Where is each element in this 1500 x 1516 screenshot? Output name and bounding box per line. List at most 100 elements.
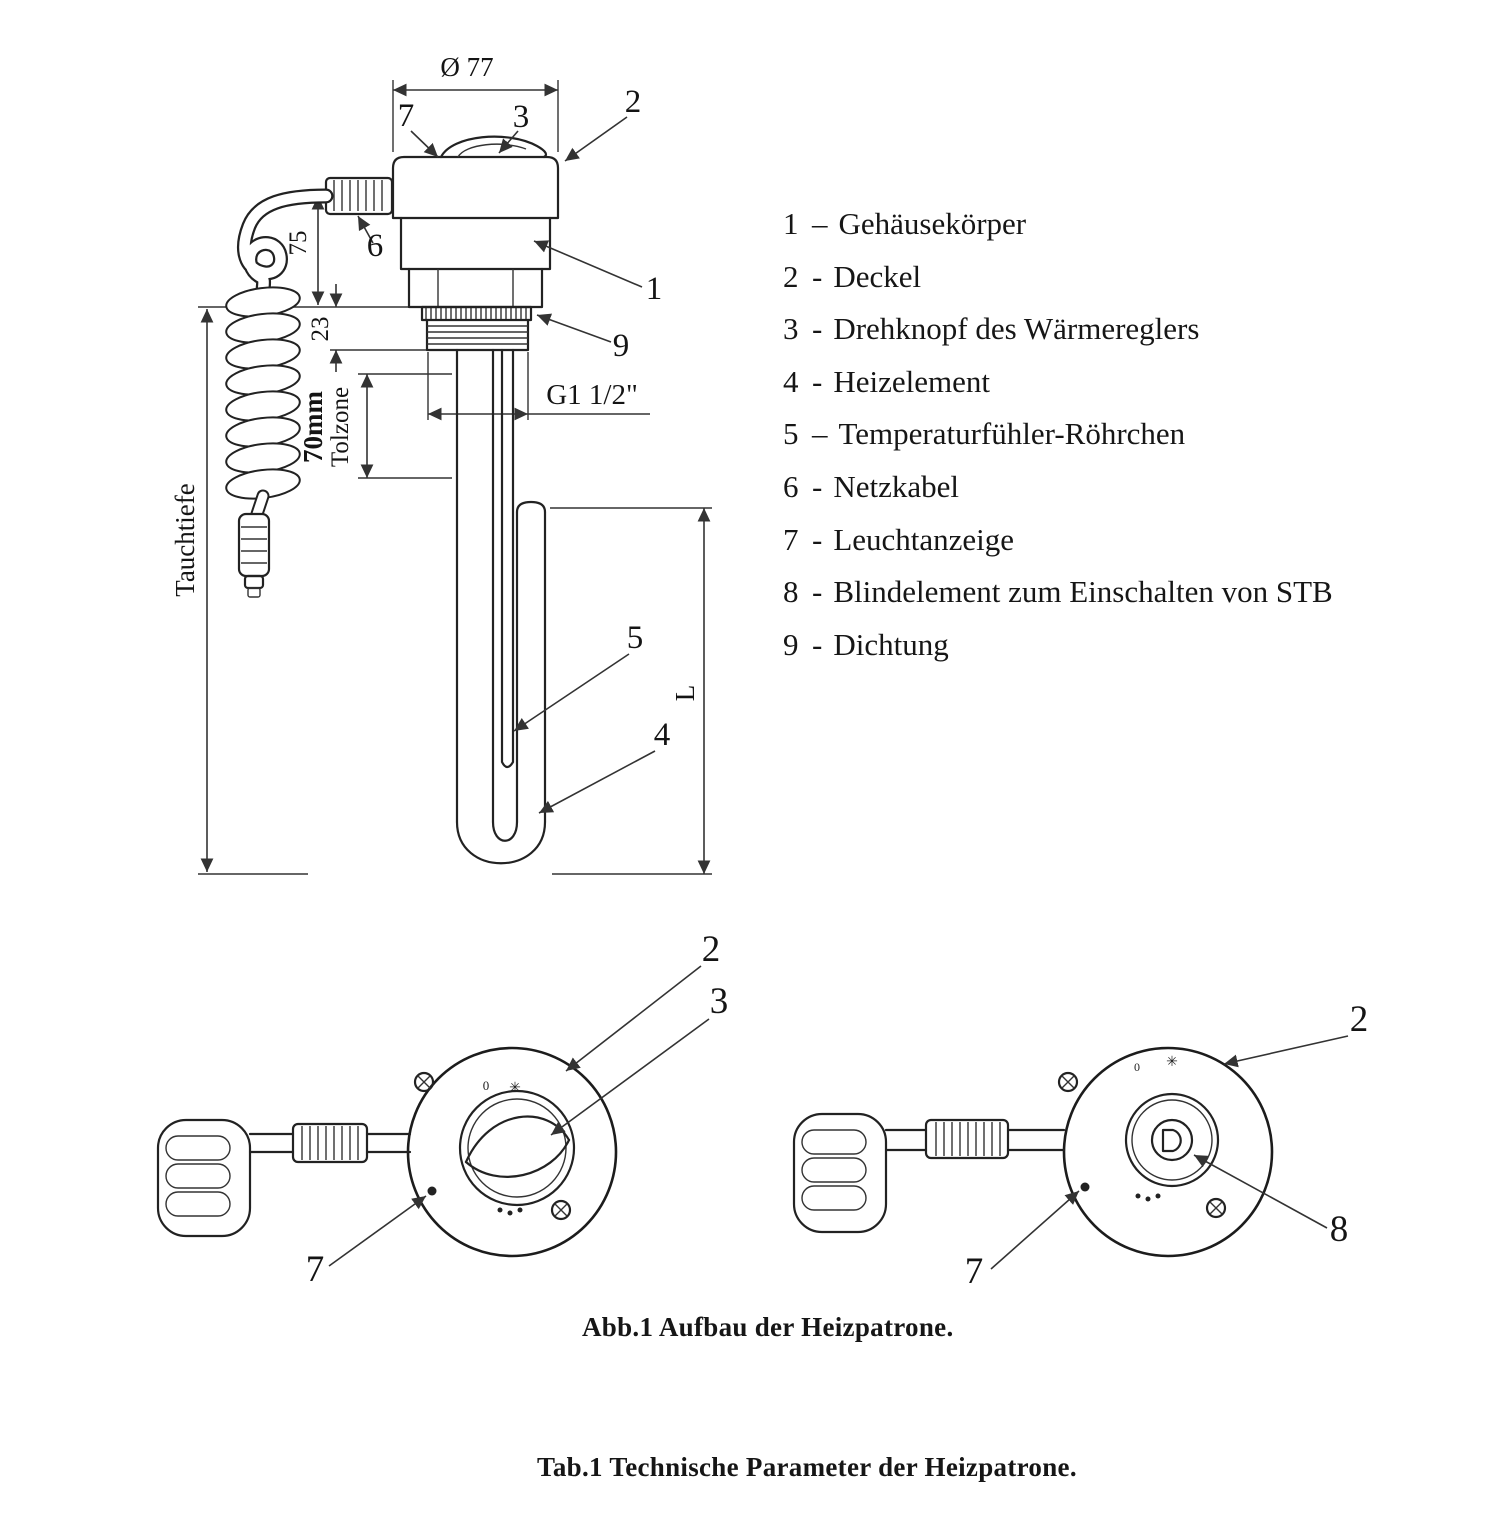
callout-2: 2 [1350, 999, 1369, 1040]
callout-3: 3 [710, 981, 729, 1022]
power-cable [236, 188, 334, 298]
legend-separator: – [812, 206, 828, 241]
blind-element [1161, 1128, 1182, 1153]
legend-separator: - [812, 574, 823, 610]
legend-item-6: 6 - Netzkabel [783, 469, 1333, 522]
parts-legend: 1 – Gehäusekörper 2 - Deckel 3 - Drehkno… [783, 206, 1333, 679]
knob-recess [1124, 1092, 1220, 1188]
callout-leaders [990, 1035, 1349, 1270]
legend-separator: - [812, 521, 823, 557]
legend-label: Netzkabel [833, 468, 959, 504]
callout-8: 8 [1330, 1209, 1349, 1250]
dimension-thread: G1 1/2" [546, 379, 638, 411]
screw-bottom-right [1205, 1197, 1227, 1219]
callout-4: 4 [654, 717, 671, 753]
callout-6: 6 [367, 228, 384, 264]
main-side-view: Ø 77 2 7 3 6 1 9 5 4 G1 1/2" 23 75 70mm … [170, 52, 712, 875]
power-plug [237, 489, 271, 598]
dimension-length: L [670, 685, 700, 702]
dimension-neck-height: 23 [307, 317, 334, 342]
sensor-tube [500, 348, 515, 769]
legend-label: Temperaturfühler-Röhrchen [838, 416, 1186, 452]
legend-item-3: 3 - Drehknopf des Wärmereglers [783, 311, 1333, 364]
callout-1: 1 [646, 271, 663, 307]
screw-top-left [413, 1071, 435, 1093]
thermostat-knob-profile [439, 135, 548, 159]
cable-gland [248, 1122, 412, 1164]
legend-number: 3 [783, 311, 799, 347]
callout-2: 2 [702, 929, 721, 970]
legend-item-9: 9 - Dichtung [783, 627, 1333, 680]
power-plug [156, 1118, 252, 1238]
legend-separator: - [812, 363, 823, 399]
indicator-led [427, 1186, 437, 1196]
knob-grip [464, 1115, 571, 1164]
callout-5: 5 [627, 620, 644, 656]
legend-number: 9 [783, 626, 799, 662]
legend-label: Drehknopf des Wärmereglers [833, 311, 1200, 347]
legend-item-2: 2 - Deckel [783, 259, 1333, 312]
thread-neck [425, 318, 530, 352]
legend-number: 6 [783, 468, 799, 504]
bottom-view-with-knob: 2 3 7 0 ✳ [156, 929, 729, 1290]
head-assembly [391, 135, 560, 352]
legend-number: 7 [783, 521, 799, 557]
legend-separator: - [812, 311, 823, 347]
legend-item-8: 8 - Blindelement zum Einschalten von STB [783, 574, 1333, 627]
callout-2: 2 [625, 84, 642, 120]
knob-zero-mark: 0 [1134, 1060, 1140, 1074]
callout-7: 7 [306, 1249, 325, 1290]
spindle-hole [1150, 1118, 1194, 1162]
power-plug [792, 1112, 888, 1234]
legend-number: 2 [783, 258, 799, 294]
indicator-led [1080, 1182, 1090, 1192]
legend-item-7: 7 - Leuchtanzeige [783, 522, 1333, 575]
legend-label: Heizelement [833, 363, 990, 399]
legend-separator: - [812, 468, 823, 504]
dimension-diameter: Ø 77 [440, 52, 493, 82]
element-left-leg [455, 348, 495, 824]
cable-gland [324, 176, 394, 216]
callout-leaders [357, 116, 656, 814]
callout-leaders [328, 965, 710, 1267]
legend-separator: - [812, 626, 823, 662]
legend-item-4: 4 - Heizelement [783, 364, 1333, 417]
screw-bottom-right [550, 1199, 572, 1221]
legend-number: 4 [783, 363, 799, 399]
bottom-view-with-blind-element: 2 8 7 ✳ 0 [792, 999, 1369, 1292]
cover-outline [1062, 1046, 1274, 1258]
frost-symbol: ✳ [509, 1081, 521, 1096]
callout-9: 9 [613, 328, 630, 364]
dimension-tolzone-label: Tolzone [327, 387, 354, 467]
cable-gland [884, 1118, 1066, 1160]
legend-number: 8 [783, 574, 799, 610]
legend-number: 1 [783, 206, 799, 241]
legend-label: Blindelement zum Einschalten von STB [833, 574, 1333, 610]
legend-separator: - [812, 258, 823, 294]
legend-label: Leuchtanzeige [833, 521, 1015, 557]
dimension-lines [198, 80, 712, 875]
housing-body [399, 216, 552, 271]
cover-outline [406, 1046, 618, 1258]
thermostat-knob [458, 1089, 576, 1207]
legend-item-1: 1 – Gehäusekörper [783, 206, 1333, 259]
gasket [420, 305, 533, 322]
legend-number: 5 [783, 416, 799, 452]
dimension-immersion-depth: Tauchtiefe [170, 483, 200, 597]
callout-7: 7 [398, 98, 415, 134]
element-right-leg [515, 510, 547, 824]
frost-symbol: ✳ [1166, 1055, 1178, 1070]
legend-label: Gehäusekörper [838, 206, 1027, 241]
legend-label: Dichtung [833, 626, 949, 662]
screw-top-left [1057, 1071, 1079, 1093]
hex-collar [407, 267, 544, 309]
legend-label: Deckel [833, 258, 922, 294]
dimension-tolzone-value: 70mm [298, 391, 328, 463]
table-caption: Tab.1 Technische Parameter der Heizpatro… [537, 1452, 1077, 1482]
cable-coil [225, 286, 301, 500]
heating-element-tubes [455, 348, 547, 865]
legend-item-5: 5 – Temperaturfühler-Röhrchen [783, 416, 1333, 469]
callout-3: 3 [513, 99, 530, 135]
